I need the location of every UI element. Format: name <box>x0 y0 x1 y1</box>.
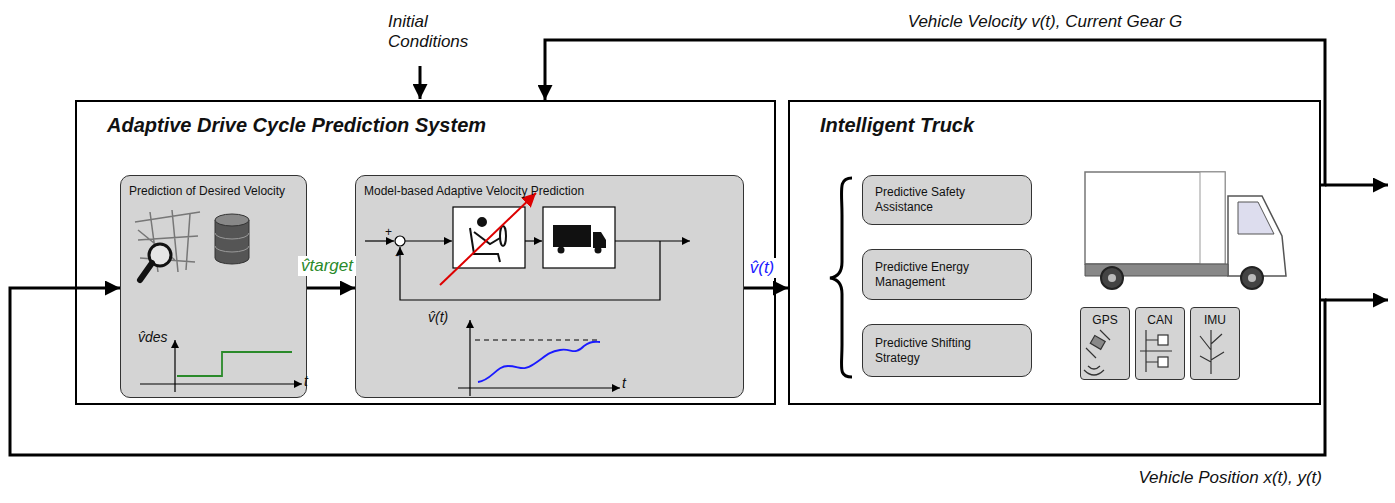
drawing-stroke <box>458 387 620 388</box>
sensor-box: GPS <box>1080 307 1130 380</box>
drawing-stroke <box>1241 267 1263 289</box>
drawing-stroke <box>478 342 600 382</box>
drawing-stroke <box>177 352 292 376</box>
edge-label: Vehicle Velocity v(t), Current Gear G <box>905 12 1186 32</box>
drawing-stroke <box>395 236 405 246</box>
adaptation-arrow <box>440 193 536 285</box>
drawing-stroke <box>140 263 152 280</box>
sign-label: + <box>385 222 392 240</box>
output-arrow <box>1325 299 1388 302</box>
system-box: Adaptive Drive Cycle Prediction SystemPr… <box>75 100 776 405</box>
drawing-stroke <box>405 240 452 241</box>
desired-velocity-plot <box>140 340 302 392</box>
magnifier-icon <box>140 244 171 280</box>
flow-arrow <box>744 287 788 290</box>
drawing-stroke <box>1158 357 1168 367</box>
note-label: Initial Conditions <box>388 12 478 53</box>
axis-label: t <box>622 374 626 392</box>
edge-label: Vehicle Position x(t), y(t) <box>1135 468 1325 488</box>
box-label: CAN <box>1136 308 1184 327</box>
function-box: Predictive Shifting Strategy <box>862 324 1032 377</box>
drawing-stroke <box>1238 202 1274 234</box>
axis-label: t <box>622 375 626 392</box>
drawing-stroke <box>1090 336 1105 350</box>
drawing-stroke <box>140 383 302 384</box>
edge-label: v̂(t) <box>747 258 778 278</box>
drawing-stroke <box>593 232 606 248</box>
function-box: Predictive Energy Management <box>862 249 1032 300</box>
drawing-stroke <box>543 207 615 268</box>
drawing-stroke <box>469 320 470 396</box>
box-label: IMU <box>1191 308 1239 327</box>
drawing-stroke <box>1101 267 1123 289</box>
axis-label: t <box>304 372 308 390</box>
box-label: Predictive Energy Management <box>863 260 1031 290</box>
edge-label: v̂(t) <box>747 258 778 278</box>
flow-arrow <box>545 40 1325 185</box>
edge-label: Vehicle Position x(t), y(t) <box>1135 468 1325 488</box>
drawing-stroke <box>475 339 600 340</box>
drawing-stroke <box>595 247 602 254</box>
box-label: Intelligent Truck <box>790 102 1319 137</box>
drawing-stroke <box>478 218 486 226</box>
predicted-velocity-plot <box>458 320 620 396</box>
sign-label: + <box>385 225 392 239</box>
function-box: Predictive Safety Assistance <box>862 175 1032 225</box>
drawing-stroke <box>365 240 394 241</box>
drawing-stroke <box>1158 335 1168 345</box>
edge-label: Vehicle Velocity v(t), Current Gear G <box>905 12 1186 32</box>
input-arrow <box>419 66 422 99</box>
drawing-stroke <box>1248 274 1256 282</box>
drawing-stroke <box>1200 330 1224 374</box>
edge-label: v̂target <box>298 256 356 276</box>
brace <box>830 178 852 377</box>
drawing-stroke <box>1200 172 1225 264</box>
drawing-stroke <box>1140 330 1172 372</box>
drawing-stroke <box>1085 172 1225 264</box>
sign-label: - <box>395 245 399 263</box>
axis-label: v̂des <box>138 328 168 346</box>
flow-arrow <box>307 287 355 290</box>
drawing-stroke <box>553 225 591 247</box>
drawing-stroke <box>615 240 690 241</box>
drawing-stroke <box>558 247 565 254</box>
sensor-icons <box>1084 330 1224 375</box>
sensor-box: IMU <box>1190 307 1240 380</box>
box-label: Predictive Shifting Strategy <box>863 336 1031 366</box>
box-label: Model-based Adaptive Velocity Prediction <box>356 176 743 199</box>
axis-label: t <box>304 373 308 390</box>
axis-label: v̂(t) <box>428 309 448 326</box>
edge-label: v̂target <box>298 256 356 276</box>
module-box: Prediction of Desired Velocity <box>120 175 307 398</box>
truck-illustration <box>1085 172 1286 289</box>
drawing-stroke <box>215 233 249 252</box>
drawing-stroke <box>135 210 200 272</box>
box-label: Predictive Safety Assistance <box>863 185 1031 215</box>
drawing-stroke <box>215 214 249 226</box>
box-label: GPS <box>1081 308 1129 327</box>
truck-icon-small <box>553 225 606 254</box>
drawing-stroke <box>1228 196 1286 276</box>
axis-label: v̂(t) <box>428 308 448 326</box>
drawing-stroke <box>1084 330 1110 375</box>
map-icon <box>135 210 200 272</box>
output-arrow <box>1325 184 1388 187</box>
note-label: Initial Conditions <box>388 12 478 53</box>
drawing-stroke <box>1108 274 1116 282</box>
box-label: Adaptive Drive Cycle Prediction System <box>77 102 774 137</box>
sign-label: - <box>395 247 399 263</box>
box-label: Prediction of Desired Velocity <box>121 176 306 199</box>
drawing-stroke <box>400 241 660 300</box>
axis-label: v̂des <box>138 329 168 346</box>
drawing-stroke <box>525 240 542 241</box>
drawing-stroke <box>215 220 249 264</box>
drawing-stroke <box>500 226 506 246</box>
database-icon <box>215 214 249 264</box>
control-loop <box>365 207 690 300</box>
